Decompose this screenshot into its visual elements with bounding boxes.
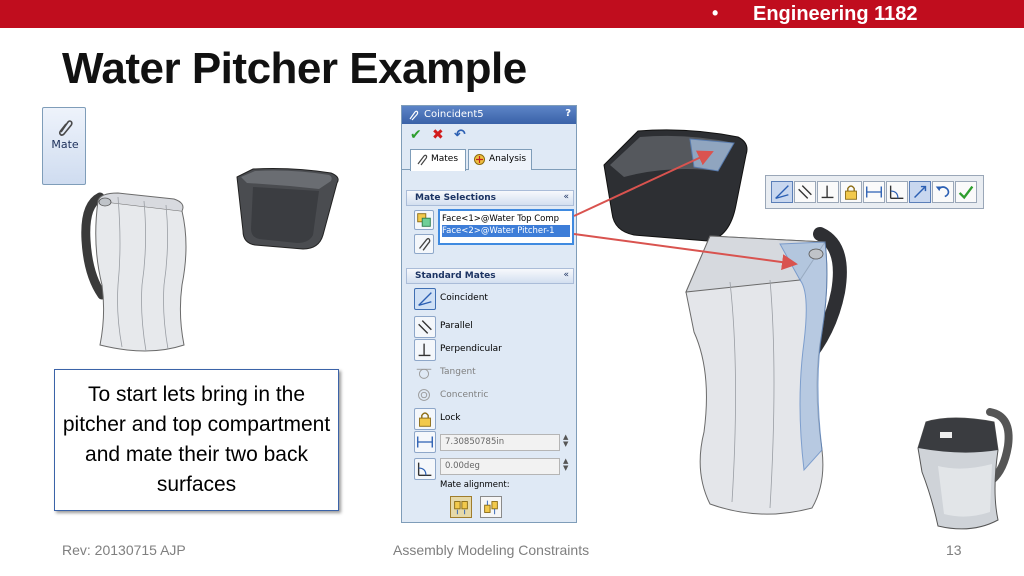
action-bar: ✔ ✖ ↶ xyxy=(402,124,576,146)
toolbar-perpendicular-button[interactable] xyxy=(817,181,839,203)
selection-arrows xyxy=(573,150,798,270)
standard-mates-title: Standard Mates xyxy=(415,271,496,281)
footer-page-number: 13 xyxy=(946,542,962,558)
paperclip-icon xyxy=(417,154,428,166)
help-button[interactable]: ? xyxy=(565,108,571,119)
mate-property-manager: Coincident5 ? ✔ ✖ ↶ Mates Analysis Mate … xyxy=(401,105,577,523)
parallel-icon[interactable] xyxy=(414,316,436,338)
anti-aligned-button[interactable] xyxy=(480,496,502,518)
coincident-icon[interactable] xyxy=(414,288,436,310)
selection-filter-icon[interactable] xyxy=(414,210,434,230)
distance-icon xyxy=(866,186,882,198)
property-manager-header: Coincident5 ? xyxy=(402,106,576,124)
mate-option-parallel[interactable]: Parallel xyxy=(440,321,473,331)
aligned-icon xyxy=(454,501,468,515)
paperclip-icon[interactable] xyxy=(414,234,434,254)
parallel-icon xyxy=(798,185,812,199)
footer-revision: Rev: 20130715 AJP xyxy=(62,542,186,558)
mate-option-concentric[interactable]: Concentric xyxy=(440,390,489,400)
perpendicular-icon xyxy=(821,185,834,199)
tab-analysis[interactable]: Analysis xyxy=(468,149,532,170)
mate-alignment-label: Mate alignment: xyxy=(440,480,510,490)
undo-icon xyxy=(935,186,950,198)
footer-topic: Assembly Modeling Constraints xyxy=(393,542,590,558)
analysis-icon xyxy=(474,154,485,165)
mate-selections-title: Mate Selections xyxy=(415,193,497,203)
top-compartment-image xyxy=(236,168,339,250)
coincident-icon xyxy=(775,185,789,200)
property-manager-title: Coincident5 xyxy=(424,109,484,120)
tab-bar: Mates Analysis xyxy=(402,146,576,171)
standard-mates-header[interactable]: Standard Mates « xyxy=(406,268,574,284)
lock-icon xyxy=(845,185,857,200)
paperclip-icon xyxy=(409,110,419,121)
mate-button-label: Mate xyxy=(51,138,79,151)
arrow-to-top-face xyxy=(573,150,714,217)
toolbar-distance-button[interactable] xyxy=(863,181,885,203)
mate-option-lock[interactable]: Lock xyxy=(440,413,461,423)
toolbar-flip-alignment-button[interactable] xyxy=(909,181,931,203)
ok-button[interactable]: ✔ xyxy=(410,127,422,143)
cancel-button[interactable]: ✖ xyxy=(432,127,444,143)
header-bullet: • xyxy=(712,3,719,23)
pitcher-selected-image xyxy=(685,227,847,515)
distance-spinner[interactable]: ▲▼ xyxy=(563,433,569,448)
toolbar-ok-button[interactable] xyxy=(955,181,977,203)
distance-field[interactable]: 7.30850785in xyxy=(440,434,560,451)
concentric-icon[interactable] xyxy=(414,385,436,407)
course-title: Engineering 1182 xyxy=(753,3,918,25)
angle-field[interactable]: 0.00deg xyxy=(440,458,560,475)
mate-selection-list[interactable]: Face<1>@Water Top Comp Face<2>@Water Pit… xyxy=(438,209,574,245)
header-bar: • Engineering 1182 xyxy=(0,0,1024,28)
collapse-chevron-icon[interactable]: « xyxy=(563,192,569,202)
angle-icon xyxy=(889,185,904,200)
instruction-callout: To start lets bring in the pitcher and t… xyxy=(54,369,339,511)
distance-icon[interactable] xyxy=(414,431,436,453)
mate-option-perpendicular[interactable]: Perpendicular xyxy=(440,344,502,354)
collapse-chevron-icon[interactable]: « xyxy=(563,270,569,280)
toolbar-lock-button[interactable] xyxy=(840,181,862,203)
angle-spinner[interactable]: ▲▼ xyxy=(563,457,569,472)
mate-context-toolbar xyxy=(765,175,984,209)
mate-option-coincident[interactable]: Coincident xyxy=(440,293,488,303)
mate-selections-header[interactable]: Mate Selections « xyxy=(406,190,574,206)
aligned-button[interactable] xyxy=(450,496,472,518)
slide-title: Water Pitcher Example xyxy=(62,44,527,93)
tab-analysis-label: Analysis xyxy=(489,154,527,164)
lock-icon[interactable] xyxy=(414,408,436,430)
pitcher-image xyxy=(81,192,187,352)
flip-alignment-icon xyxy=(914,185,927,198)
filter-pitcher-photo xyxy=(917,408,1013,530)
toolbar-undo-button[interactable] xyxy=(932,181,954,203)
tab-mates-label: Mates xyxy=(431,154,459,164)
toolbar-parallel-button[interactable] xyxy=(794,181,816,203)
arrow-to-pitcher-face xyxy=(573,233,798,270)
mate-option-tangent[interactable]: Tangent xyxy=(440,367,476,377)
check-icon xyxy=(958,185,974,200)
undo-button[interactable]: ↶ xyxy=(454,127,466,143)
perpendicular-icon[interactable] xyxy=(414,339,436,361)
toolbar-coincident-button[interactable] xyxy=(771,181,793,203)
mate-button[interactable]: Mate xyxy=(42,107,86,185)
angle-icon[interactable] xyxy=(414,458,436,480)
toolbar-angle-button[interactable] xyxy=(886,181,908,203)
anti-aligned-icon xyxy=(484,500,498,515)
tangent-icon[interactable] xyxy=(414,362,436,384)
mate-selection-item[interactable]: Face<1>@Water Top Comp xyxy=(442,214,560,224)
paperclip-icon xyxy=(58,120,73,136)
mate-selection-item[interactable]: Face<2>@Water Pitcher-1 xyxy=(442,225,570,237)
tab-mates[interactable]: Mates xyxy=(410,149,466,171)
